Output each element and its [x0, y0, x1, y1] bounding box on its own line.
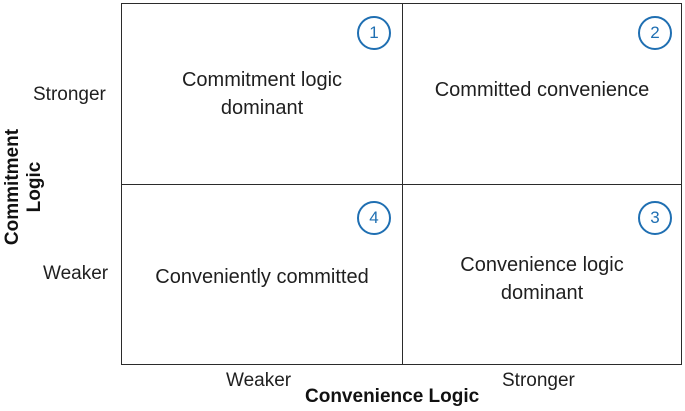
horizontal-divider — [122, 184, 681, 185]
x-tick-stronger: Stronger — [502, 370, 575, 391]
quadrant-2-label: Committed convenience — [434, 79, 650, 101]
quadrant-matrix: Commitment logic dominant Committed conv… — [121, 3, 682, 365]
quadrant-4-label: Conveniently committed — [155, 265, 369, 288]
x-axis-title: Convenience Logic — [305, 386, 480, 407]
quadrant-4-number-badge: 4 — [357, 201, 391, 235]
y-tick-stronger: Stronger — [33, 84, 106, 105]
quadrant-1: Commitment logic dominant — [122, 4, 402, 184]
quadrant-2-number-badge: 2 — [638, 16, 672, 50]
quadrant-4: Conveniently committed — [122, 185, 402, 364]
y-tick-weaker: Weaker — [43, 263, 109, 284]
quadrant-3: Convenience logic dominant — [403, 185, 681, 364]
quadrant-3-number-badge: 3 — [638, 201, 672, 235]
x-tick-weaker: Weaker — [226, 370, 292, 391]
quadrant-1-label: Commitment logic dominant — [181, 69, 343, 119]
quadrant-3-label: Convenience logic dominant — [460, 253, 624, 304]
quadrant-1-number-badge: 1 — [357, 16, 391, 50]
y-axis-title: Commitment Logic — [2, 128, 45, 246]
quadrant-2: Committed convenience — [403, 4, 681, 184]
